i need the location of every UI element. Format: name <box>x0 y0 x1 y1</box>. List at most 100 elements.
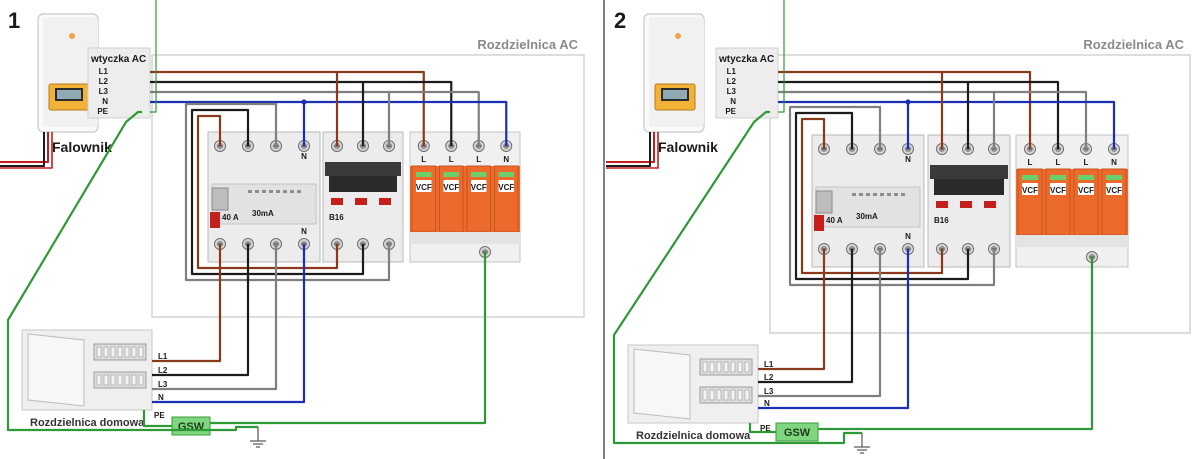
mcb-rating: B16 <box>934 216 949 225</box>
gsw-label: GSW <box>784 427 811 439</box>
dc-cable-red <box>606 132 655 163</box>
home-box-label: Rozdzielnica domowa <box>30 417 145 429</box>
home-distribution-box <box>627 344 759 424</box>
home-terminal-n: N <box>764 399 770 408</box>
spd-indicator <box>416 172 432 177</box>
wire-l2-loop <box>190 108 365 276</box>
spd-brand: VCF <box>1050 186 1066 195</box>
mcb-device: B16 <box>927 134 1011 268</box>
spd-mark: N <box>1111 158 1117 167</box>
junction-dot <box>905 99 911 105</box>
inverter-label: Falownik <box>658 139 718 155</box>
ac-plug-title: wtyczka AC <box>90 54 146 65</box>
home-terminal-l1: L1 <box>158 352 168 361</box>
wire-pe-stub <box>150 0 157 113</box>
ground-icon <box>250 427 266 448</box>
rcd-n-mark-bottom: N <box>301 227 307 236</box>
spd-indicator <box>443 172 459 177</box>
wire-pe-home <box>142 410 172 428</box>
rcd-sensitivity: 30mA <box>856 212 878 221</box>
rcd-sensitivity: 30mA <box>252 209 274 218</box>
home-terminal-l1: L1 <box>764 360 774 369</box>
plug-pin-pe: PE <box>725 107 736 116</box>
spd-brand: VCF <box>1078 186 1094 195</box>
ac-box-title: Rozdzielnica AC <box>1083 37 1184 52</box>
spd-mark: L <box>1084 158 1089 167</box>
wire-l3 <box>150 90 480 146</box>
spd-indicator <box>1078 175 1094 180</box>
inverter-logo-icon <box>675 33 681 39</box>
plug-pin-n: N <box>730 97 736 106</box>
ac-plug-box <box>715 47 779 119</box>
panel-number: 2 <box>614 8 626 33</box>
dc-cable-black <box>0 132 45 167</box>
home-terminal-n: N <box>158 393 164 402</box>
wire-l3-home <box>758 249 882 398</box>
wire-l3 <box>778 90 1088 149</box>
wiring <box>612 0 1116 445</box>
home-box-door <box>27 333 85 407</box>
spd-brand: VCF <box>1106 186 1122 195</box>
spd-indicator <box>1050 175 1066 180</box>
spd-mark: L <box>476 155 481 164</box>
rcd-device: N N 40 A 30mA <box>811 134 925 268</box>
home-terminal-pe: PE <box>760 424 771 433</box>
inverter-label: Falownik <box>52 139 112 155</box>
wire-l1-home <box>758 249 826 371</box>
rcd-test-button <box>210 212 220 228</box>
mcb-device: B16 <box>322 131 404 263</box>
home-box-door <box>633 348 691 420</box>
spd-mark: N <box>503 155 509 164</box>
wire-pe-home <box>748 423 776 434</box>
mcb-handle <box>934 179 1004 195</box>
ac-box-title: Rozdzielnica AC <box>477 37 578 52</box>
home-terminal-pe: PE <box>154 411 165 420</box>
wire-n <box>778 100 1116 149</box>
dc-cable-red-2 <box>606 132 659 169</box>
spd-brand: VCF <box>471 183 487 192</box>
inverter <box>643 13 705 133</box>
rcd-n-mark-bottom: N <box>905 232 911 241</box>
ac-box-outline <box>769 54 1191 334</box>
wire-l1-loop <box>800 117 944 275</box>
inverter <box>37 13 99 133</box>
home-terminal-l3: L3 <box>764 387 774 396</box>
wire-l2-home <box>758 249 854 384</box>
wire-l2-home <box>152 244 250 377</box>
rcd-rating: 40 A <box>826 216 843 225</box>
wire-pe-stub <box>778 0 785 113</box>
ground-icon <box>854 433 870 454</box>
plug-pin-l1: L1 <box>99 67 109 76</box>
spd-mark: L <box>421 155 426 164</box>
mcb-handle <box>329 176 397 192</box>
wire-l1 <box>778 70 1032 149</box>
dc-cable-black <box>606 132 651 167</box>
gsw-label: GSW <box>178 421 205 433</box>
wire-l3-home <box>152 244 278 391</box>
wire-pe <box>6 110 258 432</box>
dc-cable-red <box>0 132 49 163</box>
wiring <box>6 0 508 432</box>
rcd-n-mark-top: N <box>905 155 911 164</box>
wire-l1-loop <box>196 114 339 270</box>
wire-pe-spd <box>210 252 487 425</box>
spd-indicator <box>471 172 487 177</box>
rcd-test-button <box>814 215 824 231</box>
wire-n-home <box>758 249 910 410</box>
wire-l2 <box>778 80 1060 149</box>
rcd-n-mark-top: N <box>301 152 307 161</box>
rcd-lever <box>815 190 833 214</box>
wire-pe-spd <box>818 257 1094 431</box>
dc-cable-red-2 <box>0 132 53 169</box>
inverter-logo-icon <box>69 33 75 39</box>
wire-l1 <box>150 70 425 146</box>
ac-plug-title: wtyczka AC <box>718 54 774 65</box>
plug-pin-l3: L3 <box>99 87 109 96</box>
junction-dot <box>301 99 307 105</box>
